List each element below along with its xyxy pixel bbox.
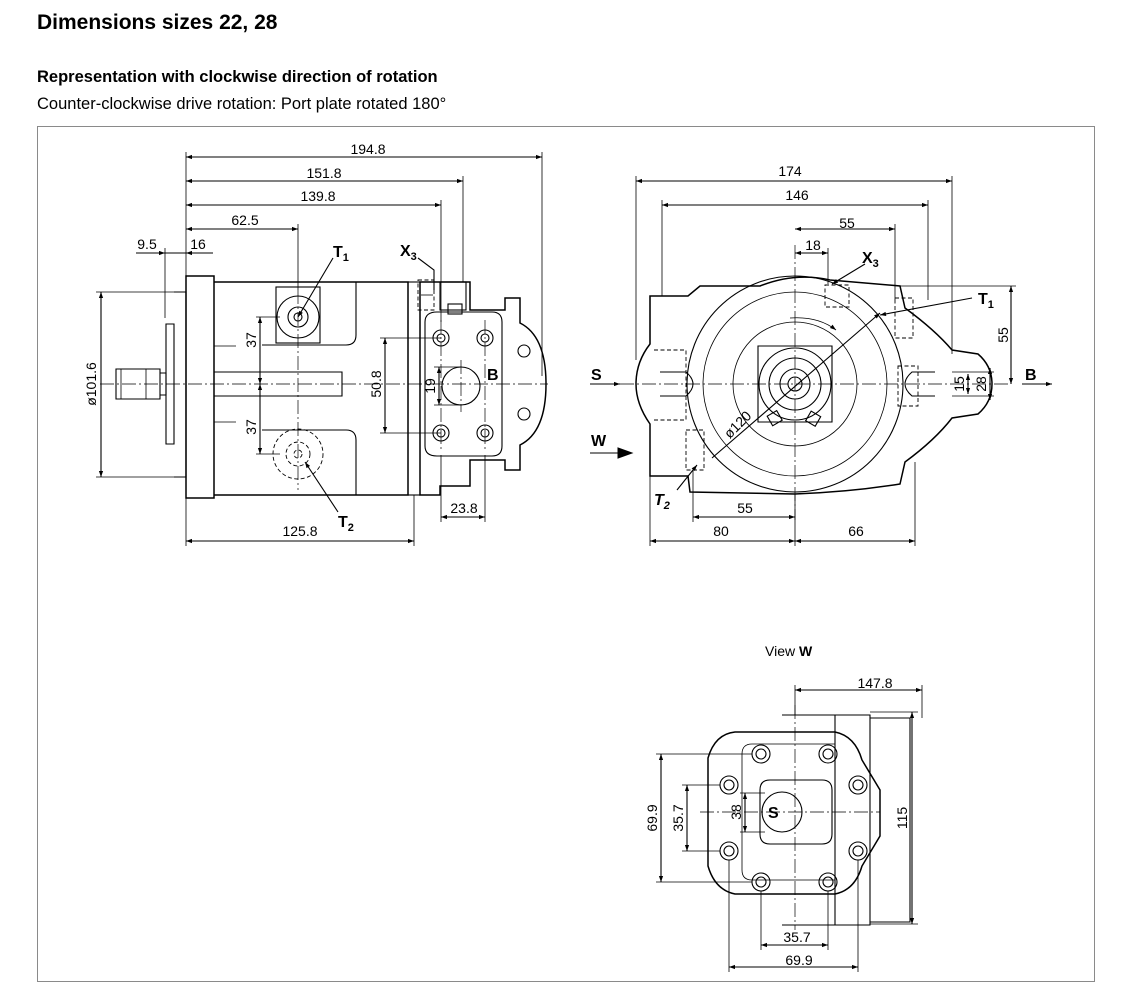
dim-38: 38 bbox=[728, 804, 744, 820]
dim-125-8: 125.8 bbox=[282, 523, 317, 539]
dim-dia-101-6: ø101.6 bbox=[83, 362, 99, 406]
dim-28: 28 bbox=[973, 376, 989, 392]
label-t2-side: T2 bbox=[338, 514, 354, 534]
label-s-view-w: S bbox=[768, 805, 779, 822]
dim-23-8: 23.8 bbox=[450, 500, 477, 516]
dim-50-8: 50.8 bbox=[368, 370, 384, 397]
rotation-note: Counter-clockwise drive rotation: Port p… bbox=[37, 95, 447, 113]
dim-16: 16 bbox=[190, 236, 206, 252]
dim-55-bottom: 55 bbox=[737, 500, 753, 516]
dim-194-8: 194.8 bbox=[350, 141, 385, 157]
front-view: 174 146 55 18 55 15 28 ø120 55 80 66 X3 … bbox=[590, 163, 1052, 546]
dim-55-top: 55 bbox=[839, 215, 855, 231]
dim-80: 80 bbox=[713, 523, 729, 539]
dim-146: 146 bbox=[785, 187, 809, 203]
dim-35-7-bottom: 35.7 bbox=[783, 929, 810, 945]
dim-19: 19 bbox=[422, 378, 438, 394]
label-w-front: W bbox=[591, 433, 607, 450]
label-x3-side: X3 bbox=[400, 243, 417, 263]
dim-174: 174 bbox=[778, 163, 802, 179]
dim-69-9-bottom: 69.9 bbox=[785, 952, 812, 968]
label-b-side: B bbox=[487, 367, 499, 384]
label-t1-side: T1 bbox=[333, 244, 349, 264]
dim-66: 66 bbox=[848, 523, 864, 539]
dim-115: 115 bbox=[894, 807, 910, 830]
dim-15: 15 bbox=[951, 376, 967, 392]
dim-9-5: 9.5 bbox=[137, 236, 157, 252]
view-w-caption: View W bbox=[765, 643, 813, 659]
side-view: 194.8 151.8 139.8 62.5 9.5 16 ø101.6 37 … bbox=[83, 141, 548, 546]
dim-139-8: 139.8 bbox=[300, 188, 335, 204]
page-title: Dimensions sizes 22, 28 bbox=[37, 11, 278, 34]
label-x3-front: X3 bbox=[862, 250, 879, 270]
dim-18: 18 bbox=[805, 237, 821, 253]
dim-35-7-left: 35.7 bbox=[670, 804, 686, 831]
dim-62-5: 62.5 bbox=[231, 212, 258, 228]
label-t1-front: T1 bbox=[978, 291, 994, 311]
dim-37-upper: 37 bbox=[243, 332, 259, 348]
dim-55-right: 55 bbox=[995, 327, 1011, 343]
view-w: View W 147.8 69.9 35.7 bbox=[644, 643, 923, 972]
dim-151-8: 151.8 bbox=[306, 165, 341, 181]
label-b-front: B bbox=[1025, 367, 1037, 384]
drawing-frame bbox=[37, 126, 1095, 982]
section-subtitle: Representation with clockwise direction … bbox=[37, 68, 438, 86]
dim-37-lower: 37 bbox=[243, 419, 259, 435]
dim-69-9-left: 69.9 bbox=[644, 804, 660, 831]
dim-147-8: 147.8 bbox=[857, 675, 892, 691]
label-t2-front: T2 bbox=[654, 492, 670, 512]
label-s-front: S bbox=[591, 367, 602, 384]
